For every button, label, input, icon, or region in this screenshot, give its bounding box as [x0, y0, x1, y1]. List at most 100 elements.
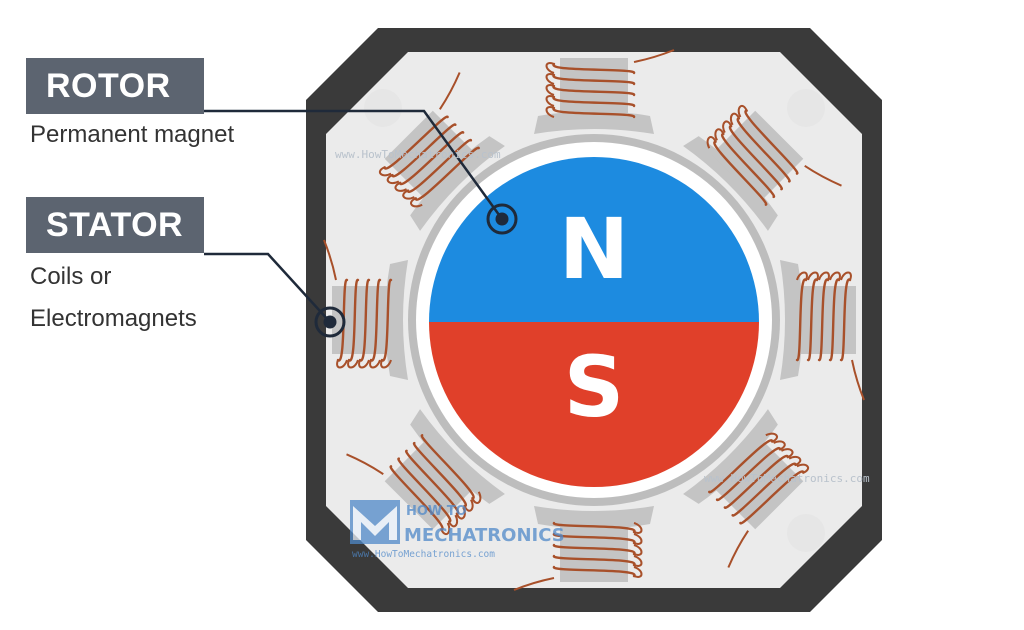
coil-winding — [817, 278, 830, 362]
coil-winding — [723, 454, 789, 509]
coil-lead-wire — [513, 577, 555, 591]
coil-winding-end — [633, 522, 643, 534]
coil-winding-end — [380, 359, 392, 369]
coil-winding — [552, 62, 636, 75]
callout-marker-icon — [486, 203, 518, 235]
mounting-hole-icon — [364, 89, 402, 127]
coil-winding — [413, 441, 468, 508]
watermark-url-top: www.HowToMechatronics.com — [335, 148, 501, 161]
callout-marker-icon — [314, 306, 346, 338]
coil-winding — [420, 434, 475, 500]
stator-pole — [323, 239, 408, 380]
north-pole-label: N — [559, 200, 629, 298]
coil-winding — [731, 462, 797, 517]
coil-winding-end — [402, 189, 415, 200]
stator-pole — [346, 409, 505, 536]
watermark-url-right: www.HowToMechatronics.com — [704, 472, 870, 485]
coil-winding — [552, 106, 636, 119]
coil-winding — [720, 132, 775, 199]
coil-winding — [369, 278, 382, 362]
coil-winding — [552, 84, 636, 97]
coil-winding-end — [633, 533, 643, 545]
coil-winding-end — [545, 95, 555, 107]
stator-description-line2: Electromagnets — [30, 305, 197, 332]
stator-poles — [323, 49, 865, 591]
pole-stem — [560, 520, 628, 582]
callout-marker-icon — [323, 315, 337, 329]
coil-winding-end — [386, 174, 400, 185]
pole-stem — [560, 58, 628, 120]
coil-winding — [347, 278, 360, 362]
coil-winding — [552, 95, 636, 108]
coil-winding — [744, 109, 799, 175]
coil-winding — [552, 565, 636, 578]
stator-pole — [683, 409, 810, 568]
howtomechatronics-logo-icon: HOW TO MECHATRONICS www.HowToMechatronic… — [350, 500, 565, 560]
coil-winding — [713, 140, 768, 206]
coil-winding — [552, 73, 636, 86]
coil-winding-end — [737, 104, 748, 118]
coil-winding — [397, 457, 452, 523]
coil-winding-end — [788, 455, 802, 466]
coil-lead-wire — [851, 359, 865, 401]
coil-winding-end — [706, 136, 717, 149]
coil-winding-end — [394, 181, 408, 192]
coil-winding-end — [633, 555, 643, 567]
coil-winding — [552, 554, 636, 567]
rotor-pointer-line — [204, 109, 504, 220]
coil-winding — [358, 278, 371, 362]
stator-pole — [534, 49, 675, 134]
coil-winding — [405, 449, 460, 515]
rotor-title: ROTOR — [26, 58, 204, 114]
coil-winding — [406, 139, 473, 194]
logo-word-mechatronics: MECHATRONICS — [404, 525, 565, 546]
coil-winding — [828, 278, 841, 362]
pole-stem — [794, 286, 856, 354]
coil-lead-wire — [346, 453, 384, 475]
logo-url: www.HowToMechatronics.com — [352, 549, 495, 560]
coil-winding — [552, 532, 636, 545]
logo-word-howto: HOW TO — [406, 504, 467, 519]
stator-description-line1: Coils or — [30, 263, 112, 290]
coil-winding-end — [369, 359, 381, 369]
south-pole-label: S — [564, 338, 625, 436]
coil-winding-end — [336, 359, 348, 369]
coil-lead-wire — [633, 49, 675, 63]
coil-winding — [552, 521, 636, 534]
coil-winding-end — [780, 448, 794, 459]
coil-winding-end — [378, 166, 392, 177]
coil-winding — [736, 117, 791, 183]
coil-winding-end — [773, 440, 786, 451]
coil-winding-end — [765, 432, 778, 443]
pole-stem — [332, 286, 394, 354]
coil-winding-end — [455, 506, 466, 520]
coil-winding-end — [347, 359, 359, 369]
coil-winding — [391, 123, 457, 178]
coil-winding-end — [829, 271, 841, 281]
pole-shoe — [683, 136, 778, 231]
coil-winding — [839, 278, 852, 362]
coil-winding — [414, 146, 480, 201]
coil-winding-end — [729, 112, 740, 126]
coil-winding — [389, 465, 444, 531]
coil-winding — [552, 543, 636, 556]
coil-winding-end — [545, 62, 555, 74]
coil-winding — [728, 125, 783, 191]
coil-winding — [806, 278, 819, 362]
coil-winding-end — [545, 73, 555, 85]
coil-lead-wire — [804, 165, 842, 187]
callout-marker-icon — [495, 212, 509, 226]
pole-shoe — [683, 409, 778, 504]
coil-winding — [708, 439, 774, 494]
coil-winding-end — [796, 271, 808, 281]
coil-winding-end — [448, 514, 459, 528]
coil-winding-end — [358, 359, 370, 369]
coil-winding-end — [714, 128, 725, 141]
coil-winding — [795, 278, 808, 362]
coil-winding — [715, 446, 782, 501]
coil-lead-wire — [323, 239, 337, 281]
coil-winding-end — [818, 271, 830, 281]
coil-winding-end — [796, 463, 810, 474]
coil-winding — [399, 131, 465, 186]
coil-winding-end — [807, 271, 819, 281]
